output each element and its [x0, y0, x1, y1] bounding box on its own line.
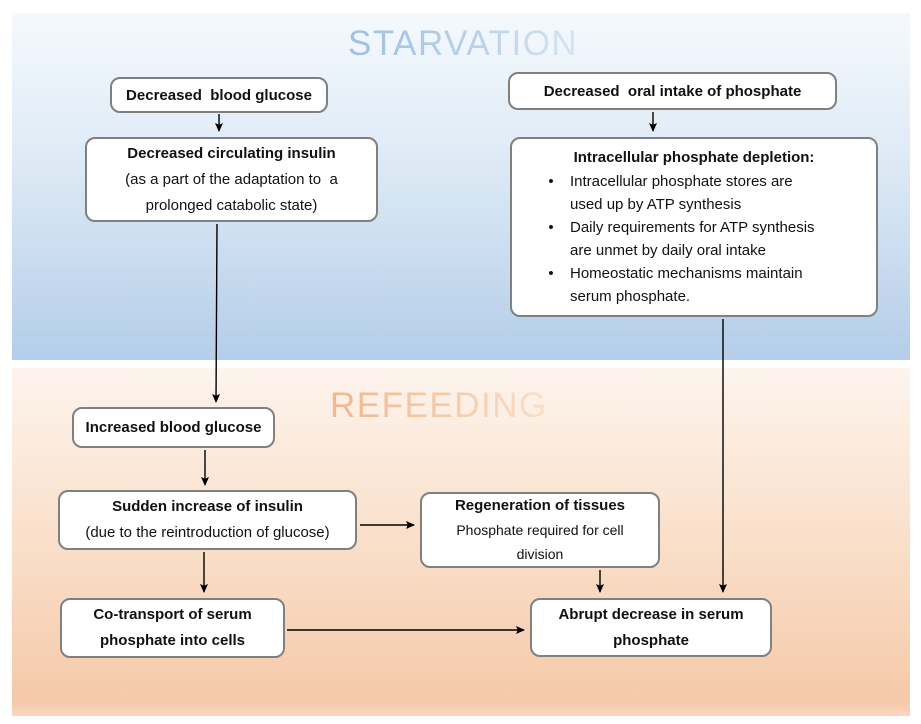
box-title: Decreased circulating insulin [127, 144, 336, 162]
box-title: Increased blood glucose [85, 419, 262, 436]
bullet-list: • Intracellular phosphate stores are use… [520, 170, 868, 308]
bullet-text: Homeostatic mechanisms maintain serum ph… [570, 265, 803, 305]
box-sudden-increase-insulin: Sudden increase of insulin (due to the r… [58, 490, 357, 550]
bullet-dot-icon: • [548, 265, 554, 282]
box-increased-blood-glucose: Increased blood glucose [72, 407, 275, 448]
box-subtitle: (due to the reintroduction of glucose) [85, 524, 330, 541]
box-title: Decreased blood glucose [126, 86, 312, 104]
box-decreased-blood-glucose: Decreased blood glucose [110, 77, 328, 113]
box-subtitle: (as a part of the adaptation to a prolon… [125, 170, 338, 214]
bullet-text: Intracellular phosphate stores are used … [570, 173, 793, 213]
box-decreased-circulating-insulin: Decreased circulating insulin (as a part… [85, 137, 378, 222]
bullet-item: • Homeostatic mechanisms maintain serum … [532, 262, 868, 308]
bullet-dot-icon: • [548, 219, 554, 236]
bullet-dot-icon: • [548, 173, 554, 190]
box-title: Decreased oral intake of phosphate [543, 82, 802, 100]
box-title: Regeneration of tissues [454, 497, 626, 514]
starvation-section-title: STARVATION [348, 24, 579, 63]
box-decreased-oral-phosphate: Decreased oral intake of phosphate [508, 72, 837, 110]
box-title: Co-transport of serum phosphate into cel… [93, 606, 252, 649]
box-abrupt-decrease-phosphate: Abrupt decrease in serum phosphate [530, 598, 772, 657]
bullet-item: • Daily requirements for ATP synthesis a… [532, 216, 868, 262]
bullet-item: • Intracellular phosphate stores are use… [532, 170, 868, 216]
box-title: Intracellular phosphate depletion: [573, 149, 815, 166]
box-title: Abrupt decrease in serum phosphate [558, 605, 744, 649]
box-intracellular-phosphate-depletion: Intracellular phosphate depletion: • Int… [510, 137, 878, 317]
refeeding-section-title: REFEEDING [330, 386, 548, 425]
box-regeneration-of-tissues: Regeneration of tissues Phosphate requir… [420, 492, 660, 568]
box-title: Sudden increase of insulin [112, 498, 303, 515]
box-subtitle: Phosphate required for cell division [456, 522, 624, 562]
box-cotransport-phosphate: Co-transport of serum phosphate into cel… [60, 598, 285, 658]
bullet-text: Daily requirements for ATP synthesis are… [570, 219, 815, 259]
